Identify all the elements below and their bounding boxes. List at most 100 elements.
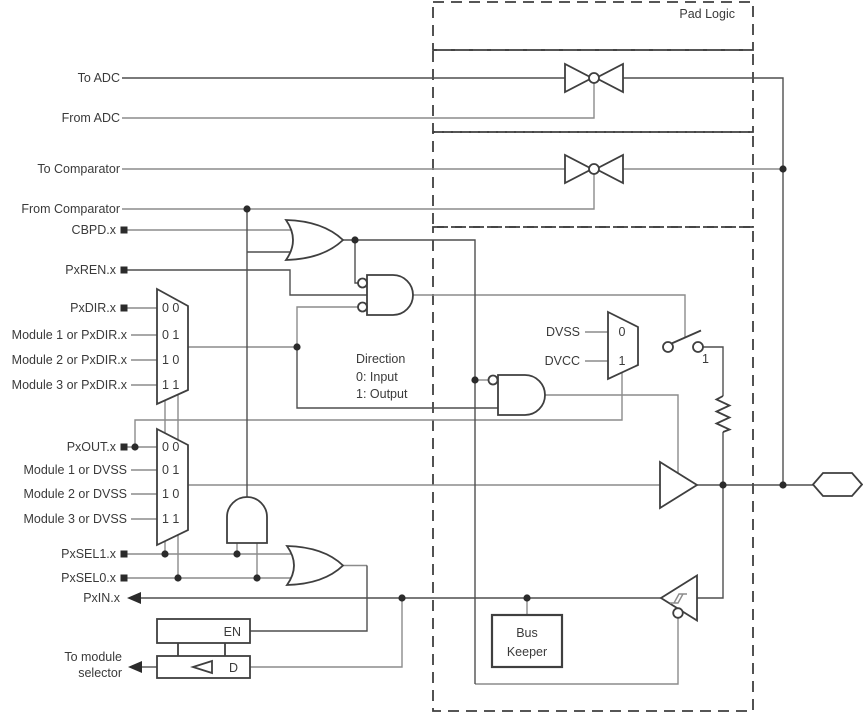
pad-logic-title-box bbox=[432, 1, 754, 51]
junction-pxin-latch bbox=[398, 594, 406, 602]
label-mod3-dir: Module 3 or PxDIR.x bbox=[12, 378, 128, 392]
terminal-pxout-icon bbox=[120, 443, 128, 451]
outmux-row11: 1 1 bbox=[162, 512, 179, 526]
label-from-comparator: From Comparator bbox=[21, 202, 120, 216]
label-pxdir: PxDIR.x bbox=[70, 301, 117, 315]
net-latch-d-input bbox=[250, 598, 403, 668]
adc-gate-control-bubble-icon bbox=[588, 72, 600, 84]
nets-gray bbox=[122, 83, 783, 685]
label-cbpd: CBPD.x bbox=[72, 223, 117, 237]
or-gate-cbpd bbox=[284, 219, 345, 261]
pad-terminal-icon bbox=[811, 472, 863, 497]
dirmux-row00: 0 0 bbox=[162, 301, 179, 315]
adc-gate-right-triangle-icon bbox=[594, 62, 624, 94]
label-pxin: PxIN.x bbox=[83, 591, 121, 605]
terminal-pxsel0-icon bbox=[120, 574, 128, 582]
net-latch-enable bbox=[250, 565, 368, 632]
pull-resistor-switch bbox=[662, 329, 704, 353]
adc-transmission-gate bbox=[564, 62, 624, 94]
output-mux bbox=[156, 427, 189, 547]
label-dvss: DVSS bbox=[546, 325, 580, 339]
label-to-comparator: To Comparator bbox=[37, 162, 120, 176]
net-pxout-pull-select bbox=[134, 372, 623, 447]
switch-lever-icon bbox=[671, 329, 702, 345]
hysteresis-icon bbox=[670, 593, 687, 604]
dirmux-row11: 1 1 bbox=[162, 378, 179, 392]
net-pxren bbox=[127, 269, 367, 296]
and-gate-ren bbox=[366, 274, 414, 316]
switch-position-label: 1 bbox=[702, 352, 709, 366]
comp-gate-left-triangle-icon bbox=[564, 153, 594, 185]
label-pxsel0: PxSEL0.x bbox=[61, 571, 117, 585]
and1-bottom-bubble-icon bbox=[357, 301, 368, 313]
junction-pxin-buskeeper bbox=[523, 594, 531, 602]
label-to-module-1: To module bbox=[64, 650, 122, 664]
and-gate-pxsel bbox=[226, 496, 268, 544]
net-buffer-enable bbox=[545, 394, 679, 473]
register-terminals bbox=[120, 226, 128, 582]
adc-gate-box bbox=[432, 49, 754, 133]
junction-direction bbox=[293, 343, 301, 351]
label-pxout: PxOUT.x bbox=[67, 440, 117, 454]
terminal-cbpd-icon bbox=[120, 226, 128, 234]
junction-sel1-and3 bbox=[233, 550, 241, 558]
junction-analog-pad bbox=[779, 481, 787, 489]
terminal-pxdir-icon bbox=[120, 304, 128, 312]
switch-contact-right-icon bbox=[692, 341, 704, 353]
direction-mux bbox=[156, 287, 189, 406]
label-mod1-dir: Module 1 or PxDIR.x bbox=[12, 328, 128, 342]
latch-en-box bbox=[156, 618, 251, 644]
net-or1-out-vertical bbox=[343, 239, 476, 684]
comp-gate-control-bubble-icon bbox=[588, 163, 600, 175]
net-input-buffer-enable bbox=[475, 617, 679, 685]
and-gate-pull-enable bbox=[497, 374, 546, 416]
latch-en-label: EN bbox=[224, 625, 241, 639]
output-buffer bbox=[659, 460, 699, 510]
label-pxren: PxREN.x bbox=[65, 263, 116, 277]
input-schmitt-trigger bbox=[659, 573, 698, 623]
comparator-transmission-gate bbox=[564, 153, 624, 185]
junction-sel0-mux bbox=[174, 574, 182, 582]
label-mod2-dir: Module 2 or PxDIR.x bbox=[12, 353, 128, 367]
bus-keeper-box bbox=[490, 613, 564, 669]
net-switch-to-resistor bbox=[703, 346, 724, 396]
junction-from-comparator bbox=[243, 205, 251, 213]
pxin-arrow-icon bbox=[127, 592, 141, 604]
label-mod2-dvss: Module 2 or DVSS bbox=[23, 487, 127, 501]
pad-logic-boxes bbox=[432, 1, 754, 712]
label-from-adc: From ADC bbox=[62, 111, 120, 125]
junction-sel1-mux bbox=[161, 550, 169, 558]
or-gate-pxsel bbox=[285, 545, 345, 586]
latch-clock-triangle-icon bbox=[190, 659, 213, 675]
terminal-pxsel1-icon bbox=[120, 550, 128, 558]
power-mux bbox=[607, 310, 639, 381]
pull-resistor-icon bbox=[714, 395, 732, 433]
net-resistor-to-pad bbox=[697, 432, 724, 599]
latch-d-label: D bbox=[229, 661, 238, 675]
outmux-row00: 0 0 bbox=[162, 440, 179, 454]
and2-bubble-icon bbox=[487, 374, 499, 386]
direction-note-3: 1: Output bbox=[356, 387, 408, 401]
direction-note-2: 0: Input bbox=[356, 370, 398, 384]
junction-pxout bbox=[131, 443, 139, 451]
dirmux-row10: 1 0 bbox=[162, 353, 179, 367]
junction-and2-input bbox=[471, 376, 479, 384]
junction-resistor-pad bbox=[719, 481, 727, 489]
main-pad-logic-box bbox=[432, 226, 754, 712]
branch-direction-to-and2 bbox=[296, 347, 498, 409]
label-to-adc: To ADC bbox=[78, 71, 120, 85]
label-mod3-dvss: Module 3 or DVSS bbox=[23, 512, 127, 526]
powermux-sel0: 0 bbox=[619, 325, 626, 339]
junction-dots bbox=[131, 165, 787, 602]
junction-to-comparator bbox=[779, 165, 787, 173]
outmux-row01: 0 1 bbox=[162, 463, 179, 477]
label-to-module-2: selector bbox=[78, 666, 122, 680]
terminal-pxren-icon bbox=[120, 266, 128, 274]
bus-keeper-label-2: Keeper bbox=[507, 645, 547, 659]
schmitt-enable-bubble-icon bbox=[672, 607, 684, 619]
comparator-gate-box bbox=[432, 131, 754, 228]
bus-keeper-label-1: Bus bbox=[516, 626, 538, 640]
label-mod1-dvss: Module 1 or DVSS bbox=[23, 463, 127, 477]
input-latch bbox=[156, 618, 251, 679]
